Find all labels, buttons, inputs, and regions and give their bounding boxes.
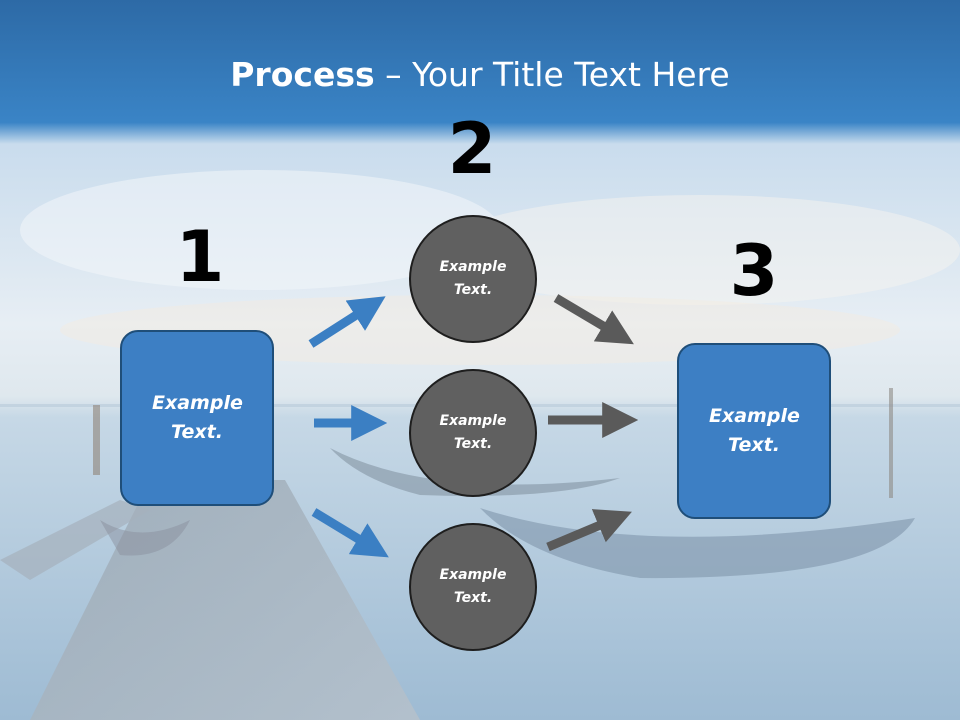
arrow-top-to-right	[553, 294, 634, 345]
circle-top-line2: Text.	[453, 282, 493, 298]
circle-bottom-line2: Text.	[453, 590, 493, 606]
process-circle-bottom: Example Text.	[409, 523, 537, 651]
slide-title: Process – Your Title Text Here	[0, 50, 960, 100]
arrow-left-to-bottom	[311, 508, 389, 558]
step-number-2: 2	[447, 108, 497, 190]
arrow-left-to-top	[308, 296, 386, 348]
step-number-3: 3	[729, 230, 779, 312]
process-circle-middle: Example Text.	[409, 369, 537, 497]
arrow-bottom-to-right	[546, 509, 632, 552]
circle-middle-line1: Example	[439, 413, 507, 429]
process-box-start: Example Text.	[120, 330, 274, 506]
circle-bottom-line1: Example	[439, 567, 507, 583]
title-rest: – Your Title Text Here	[374, 55, 730, 94]
box-start-line2: Text.	[171, 421, 223, 443]
circle-top-line1: Example	[439, 259, 507, 275]
process-box-end: Example Text.	[677, 343, 831, 519]
title-bold: Process	[230, 55, 375, 94]
circle-middle-line2: Text.	[453, 436, 493, 452]
process-circle-top: Example Text.	[409, 215, 537, 343]
box-start-line1: Example	[152, 392, 243, 414]
step-number-1: 1	[175, 216, 225, 298]
box-end-line1: Example	[709, 405, 800, 427]
box-end-line2: Text.	[728, 434, 780, 456]
